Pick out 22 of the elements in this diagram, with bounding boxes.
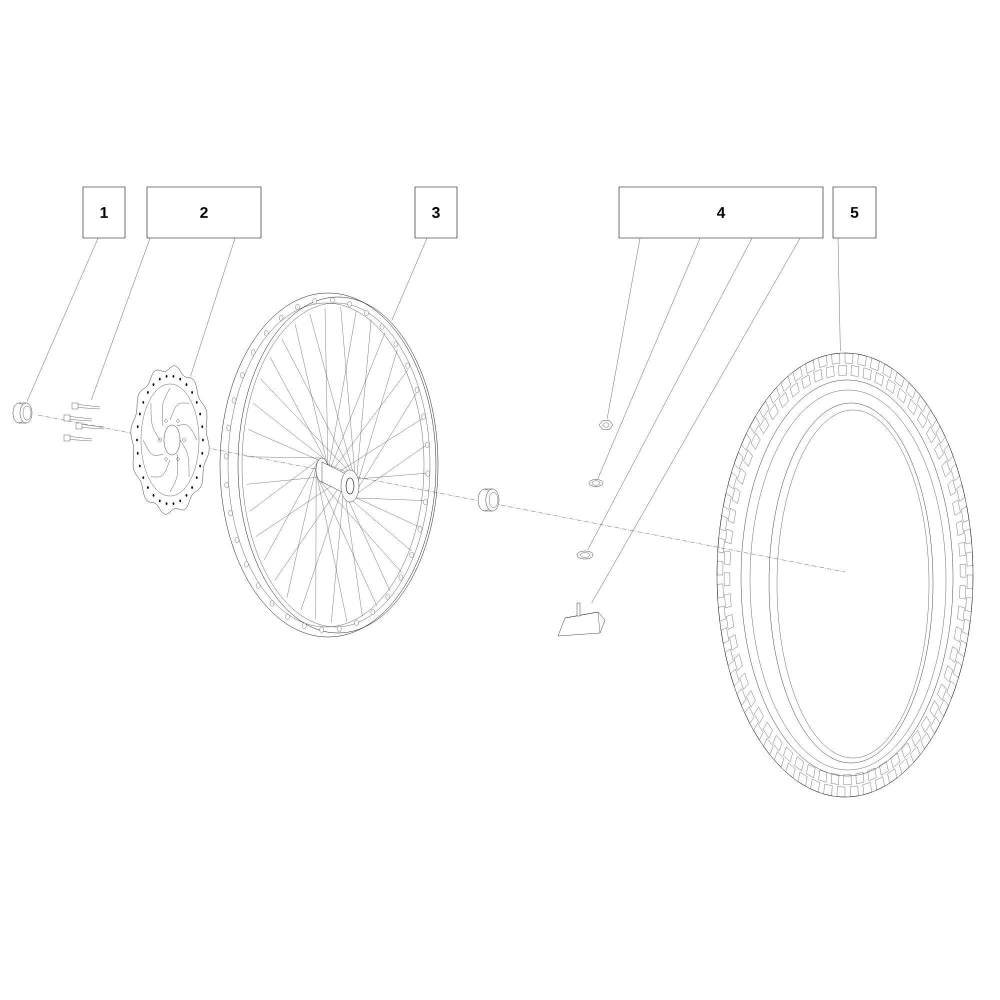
wheel-rim-drawing bbox=[220, 292, 438, 638]
leader-line bbox=[606, 238, 640, 420]
leader-line bbox=[598, 238, 700, 479]
brake-disc-drawing bbox=[130, 366, 210, 514]
callout-box: 2 bbox=[146, 186, 262, 238]
leader-line bbox=[587, 238, 752, 550]
nut-drawing bbox=[598, 420, 614, 430]
spacer-drawing bbox=[12, 402, 32, 424]
leader-line bbox=[838, 238, 840, 352]
callout-box: 4 bbox=[618, 186, 824, 238]
bolts-drawing bbox=[64, 402, 104, 442]
washer-drawing bbox=[588, 479, 604, 487]
leader-line bbox=[392, 238, 428, 320]
rim-lock-drawing bbox=[558, 602, 606, 636]
washer-drawing bbox=[576, 550, 594, 560]
tyre-drawing bbox=[716, 352, 974, 798]
leader-line bbox=[91, 238, 150, 400]
callout-box: 1 bbox=[82, 186, 126, 238]
callout-box: 3 bbox=[414, 186, 458, 238]
leader-line bbox=[190, 238, 236, 376]
leader-line bbox=[26, 238, 98, 402]
callout-box: 5 bbox=[832, 186, 876, 238]
